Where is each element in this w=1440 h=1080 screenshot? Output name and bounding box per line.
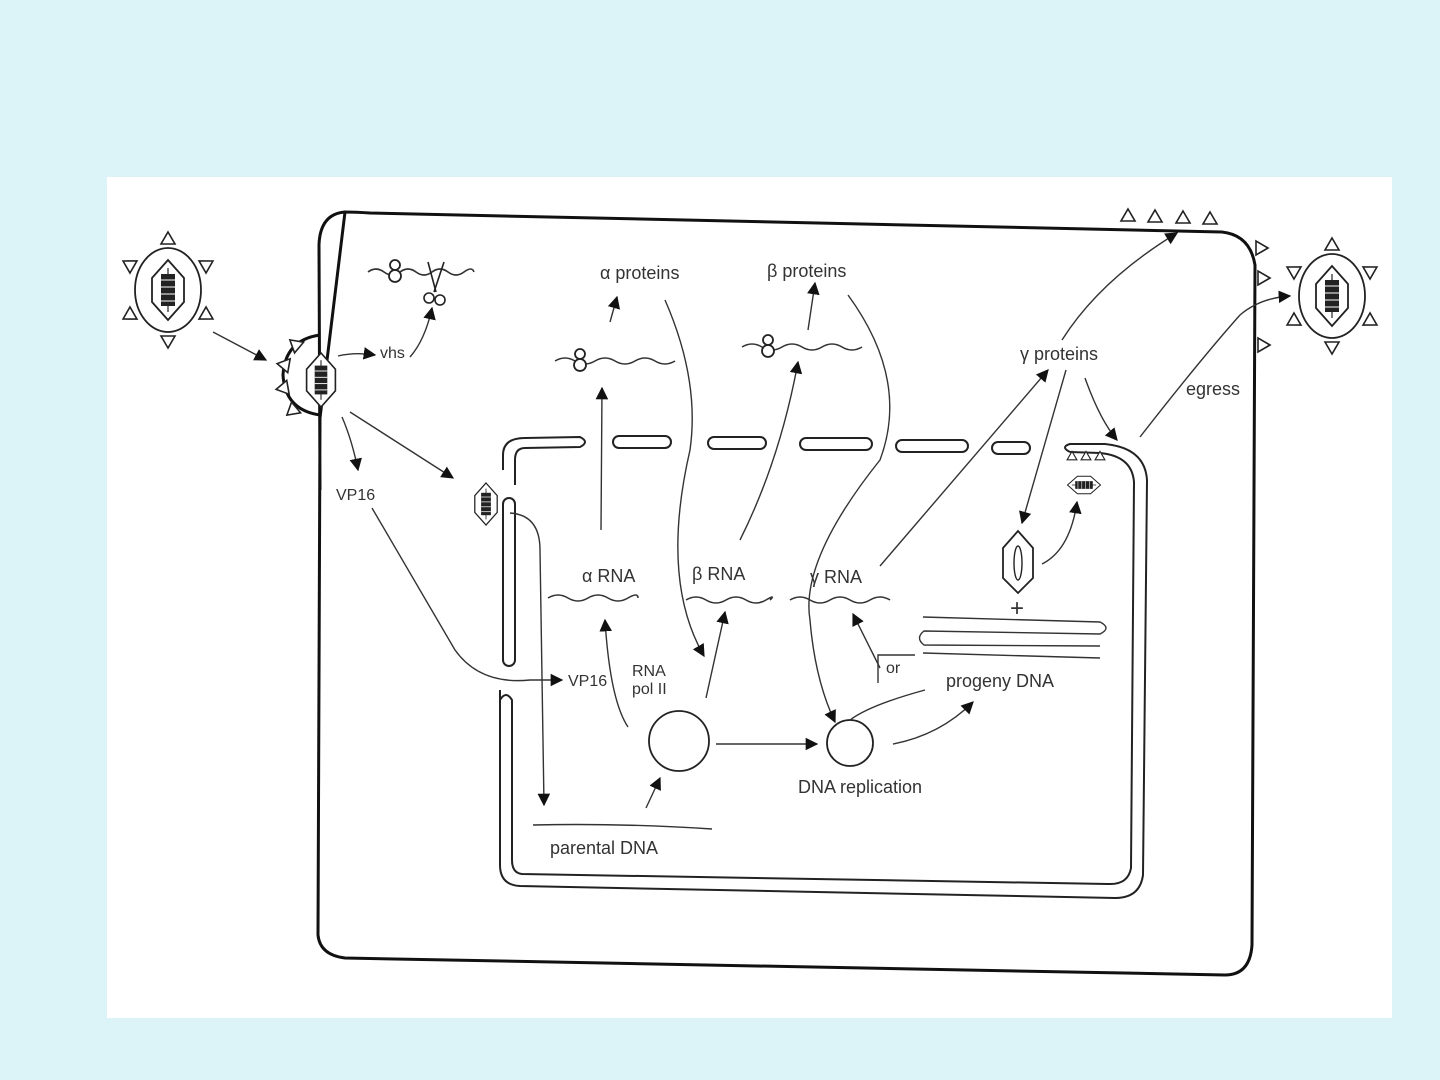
circular-dna-icon bbox=[649, 711, 709, 771]
cell-membrane bbox=[318, 212, 1255, 975]
label-rna-pol-2: pol II bbox=[632, 681, 667, 698]
capsid-icon bbox=[307, 353, 336, 407]
label-or: or bbox=[886, 660, 901, 677]
diagram-panel: vhs VP16 VP16 α proteins β proteins γ pr… bbox=[107, 177, 1392, 1018]
pathway-arrows bbox=[213, 233, 1290, 808]
scissors-icon bbox=[424, 262, 445, 305]
alpha-rna-strand bbox=[548, 595, 638, 601]
label-vhs: vhs bbox=[380, 345, 405, 362]
label-alpha-proteins: α proteins bbox=[600, 263, 679, 283]
progeny-dna-strands bbox=[920, 617, 1107, 658]
label-gamma-rna: γ RNA bbox=[810, 567, 862, 587]
label-vp16-cytoplasm: VP16 bbox=[336, 487, 375, 504]
alpha-mrna-icon bbox=[555, 358, 675, 364]
label-beta-proteins: β proteins bbox=[767, 261, 846, 281]
label-alpha-rna: α RNA bbox=[582, 566, 635, 586]
label-parental-dna: parental DNA bbox=[550, 838, 658, 858]
label-vp16-nucleus: VP16 bbox=[568, 673, 607, 690]
hsv-replication-diagram: vhs VP16 VP16 α proteins β proteins γ pr… bbox=[107, 177, 1392, 1018]
label-dna-replication: DNA replication bbox=[798, 777, 922, 797]
nuclear-envelope bbox=[500, 436, 1147, 898]
circular-dna-icon bbox=[827, 720, 873, 766]
beta-mrna-icon bbox=[742, 344, 862, 350]
budding-capsid bbox=[1067, 451, 1105, 493]
empty-capsid-icon bbox=[1003, 531, 1033, 593]
beta-rna-strand bbox=[686, 597, 772, 603]
parental-dna-strand bbox=[533, 825, 712, 830]
label-egress: egress bbox=[1186, 379, 1240, 399]
mrna-icon bbox=[368, 269, 474, 275]
gamma-rna-strand bbox=[790, 597, 890, 603]
label-gamma-proteins: γ proteins bbox=[1020, 344, 1098, 364]
virion-icon bbox=[120, 232, 217, 348]
label-beta-rna: β RNA bbox=[692, 564, 745, 584]
label-plus: + bbox=[1010, 595, 1024, 622]
capsid-icon bbox=[475, 483, 497, 525]
virion-icon bbox=[1284, 238, 1381, 354]
label-progeny-dna: progeny DNA bbox=[946, 671, 1054, 691]
label-rna-pol-1: RNA bbox=[632, 663, 666, 680]
